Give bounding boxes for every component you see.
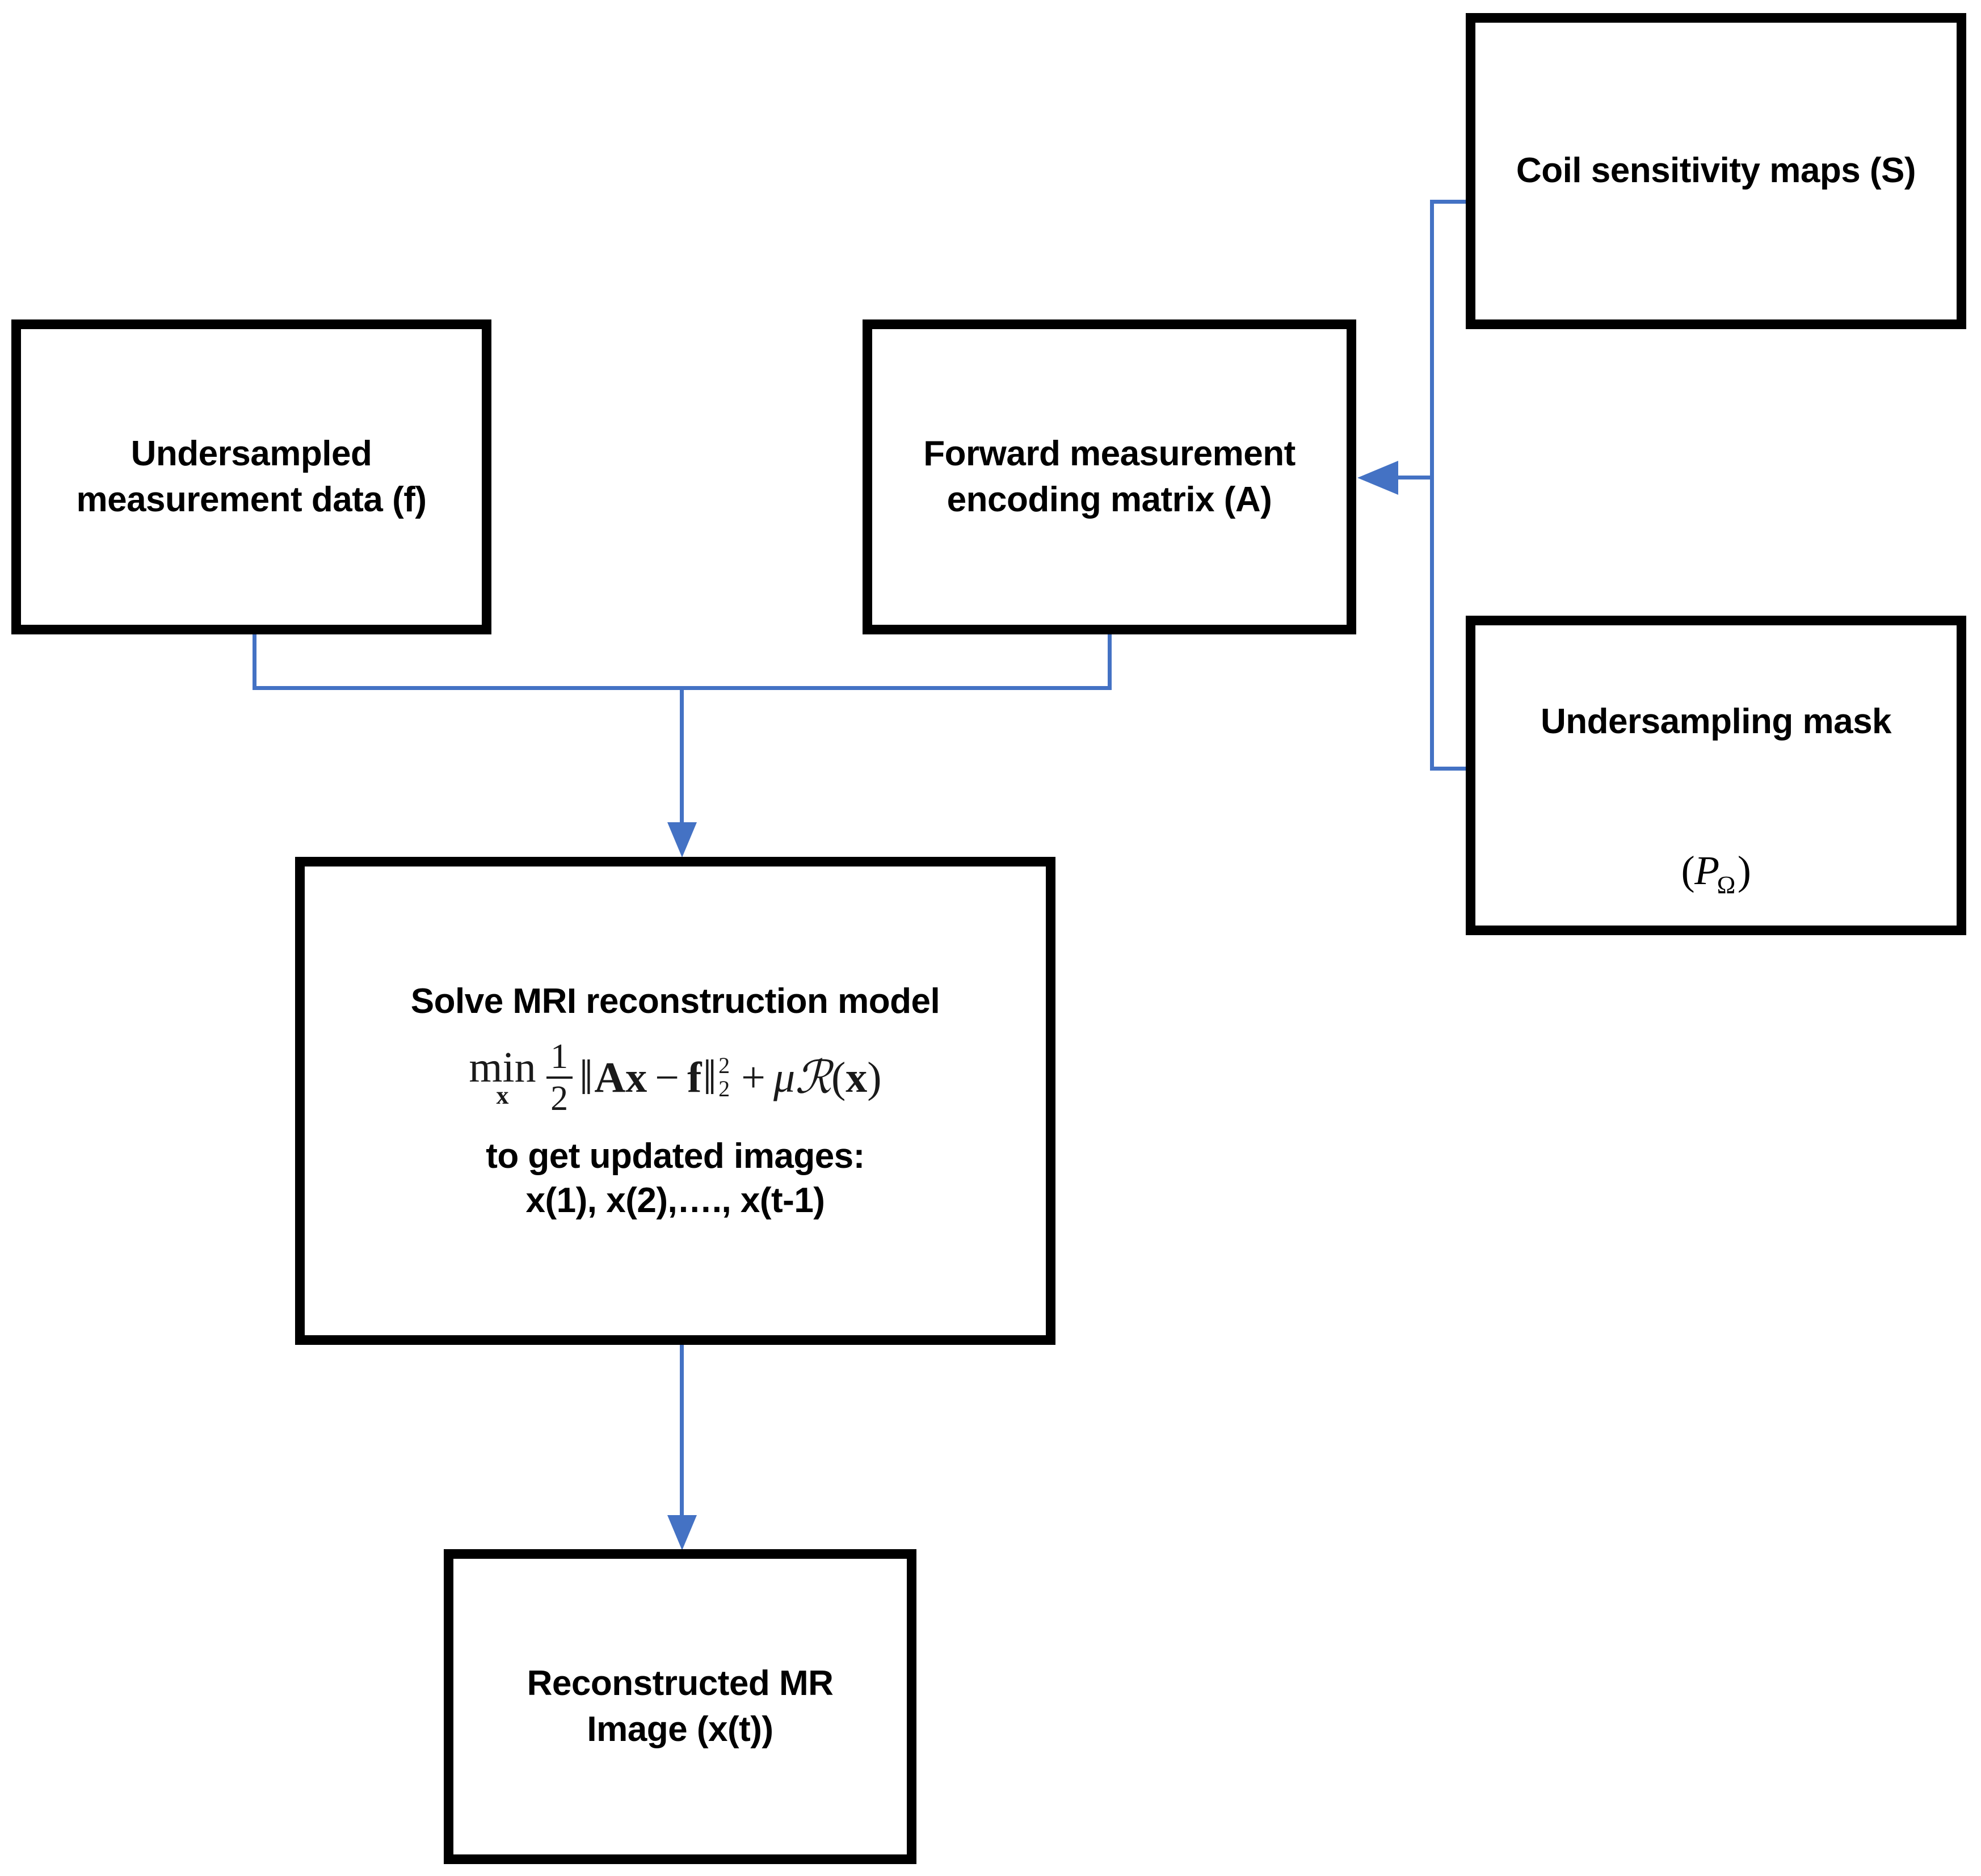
mask-paren-open: ( bbox=[1681, 847, 1695, 893]
formula-arg-x: x bbox=[846, 1053, 868, 1101]
formula-norm-exponents: 2 2 bbox=[718, 1054, 730, 1101]
box-forward-measurement-encoding-matrix-label: Forward measurement encoding matrix (A) bbox=[923, 434, 1296, 519]
box-undersampled-measurement-data[interactable]: Undersampled measurement data (f) bbox=[11, 319, 491, 634]
connector-solve-to-reconstructed bbox=[680, 1335, 684, 1515]
box-reconstructed-mr-image-label: Reconstructed MR Image (x(t)) bbox=[527, 1663, 834, 1749]
formula-minus-sign: − bbox=[655, 1053, 680, 1101]
formula-fraction-numerator: 1 bbox=[550, 1037, 569, 1076]
arrowhead-into-forward-matrix bbox=[1357, 461, 1398, 495]
formula-arg-paren-open: ( bbox=[831, 1053, 846, 1101]
mask-paren-close: ) bbox=[1737, 847, 1751, 893]
box-undersampled-measurement-data-label: Undersampled measurement data (f) bbox=[76, 434, 427, 519]
formula-vector-x: x bbox=[625, 1053, 647, 1101]
formula-fraction-bar bbox=[546, 1076, 573, 1079]
formula-arg-paren-close: ) bbox=[867, 1053, 882, 1101]
solve-model-tail-text: to get updated images: x(1), x(2),…., x(… bbox=[486, 1137, 865, 1220]
connector-to-forward-matrix bbox=[1397, 476, 1432, 479]
box-coil-sensitivity-maps-label: Coil sensitivity maps (S) bbox=[1516, 151, 1916, 191]
solve-model-heading: Solve MRI reconstruction model bbox=[410, 981, 940, 1021]
formula-mu: μ bbox=[773, 1053, 796, 1101]
formula-vector-f: f bbox=[687, 1053, 702, 1101]
connector-mask-horizontal bbox=[1430, 767, 1467, 771]
formula-min-text: min bbox=[469, 1044, 536, 1092]
mask-symbol-p: P bbox=[1694, 847, 1719, 893]
connector-merge-to-solve bbox=[680, 686, 684, 822]
solve-model-content: Solve MRI reconstruction model min x 1 2… bbox=[411, 979, 940, 1223]
connector-right-trunk bbox=[1430, 200, 1434, 771]
formula-norm-superscript: 2 bbox=[718, 1053, 730, 1079]
connector-data-drop bbox=[253, 631, 256, 690]
formula-fraction-denominator: 2 bbox=[550, 1079, 569, 1118]
formula-regularizer-R: ℛ bbox=[795, 1053, 831, 1104]
formula-norm-open: ‖ bbox=[579, 1050, 594, 1105]
arrowhead-into-solve-model bbox=[667, 822, 697, 857]
box-coil-sensitivity-maps[interactable]: Coil sensitivity maps (S) bbox=[1466, 13, 1966, 329]
mask-symbol-omega: Ω bbox=[1717, 870, 1736, 899]
formula-min-operator: min x bbox=[469, 1044, 536, 1109]
formula-one-half-fraction: 1 2 bbox=[546, 1039, 573, 1116]
formula-matrix-a: A bbox=[594, 1053, 626, 1101]
arrowhead-into-reconstructed-image bbox=[667, 1515, 697, 1550]
formula-min-subscript: x bbox=[496, 1081, 509, 1109]
connector-coil-horizontal bbox=[1430, 200, 1467, 204]
box-undersampling-mask-label: Undersampling mask bbox=[1540, 702, 1892, 742]
box-solve-mri-reconstruction-model[interactable]: Solve MRI reconstruction model min x 1 2… bbox=[295, 857, 1055, 1345]
connector-forward-drop bbox=[1108, 631, 1112, 690]
formula-norm-subscript: 2 bbox=[718, 1076, 730, 1102]
formula-norm-close: ‖ bbox=[703, 1050, 717, 1105]
box-reconstructed-mr-image[interactable]: Reconstructed MR Image (x(t)) bbox=[444, 1549, 916, 1864]
box-forward-measurement-encoding-matrix[interactable]: Forward measurement encoding matrix (A) bbox=[863, 319, 1356, 634]
formula-plus-sign: + bbox=[741, 1053, 766, 1101]
